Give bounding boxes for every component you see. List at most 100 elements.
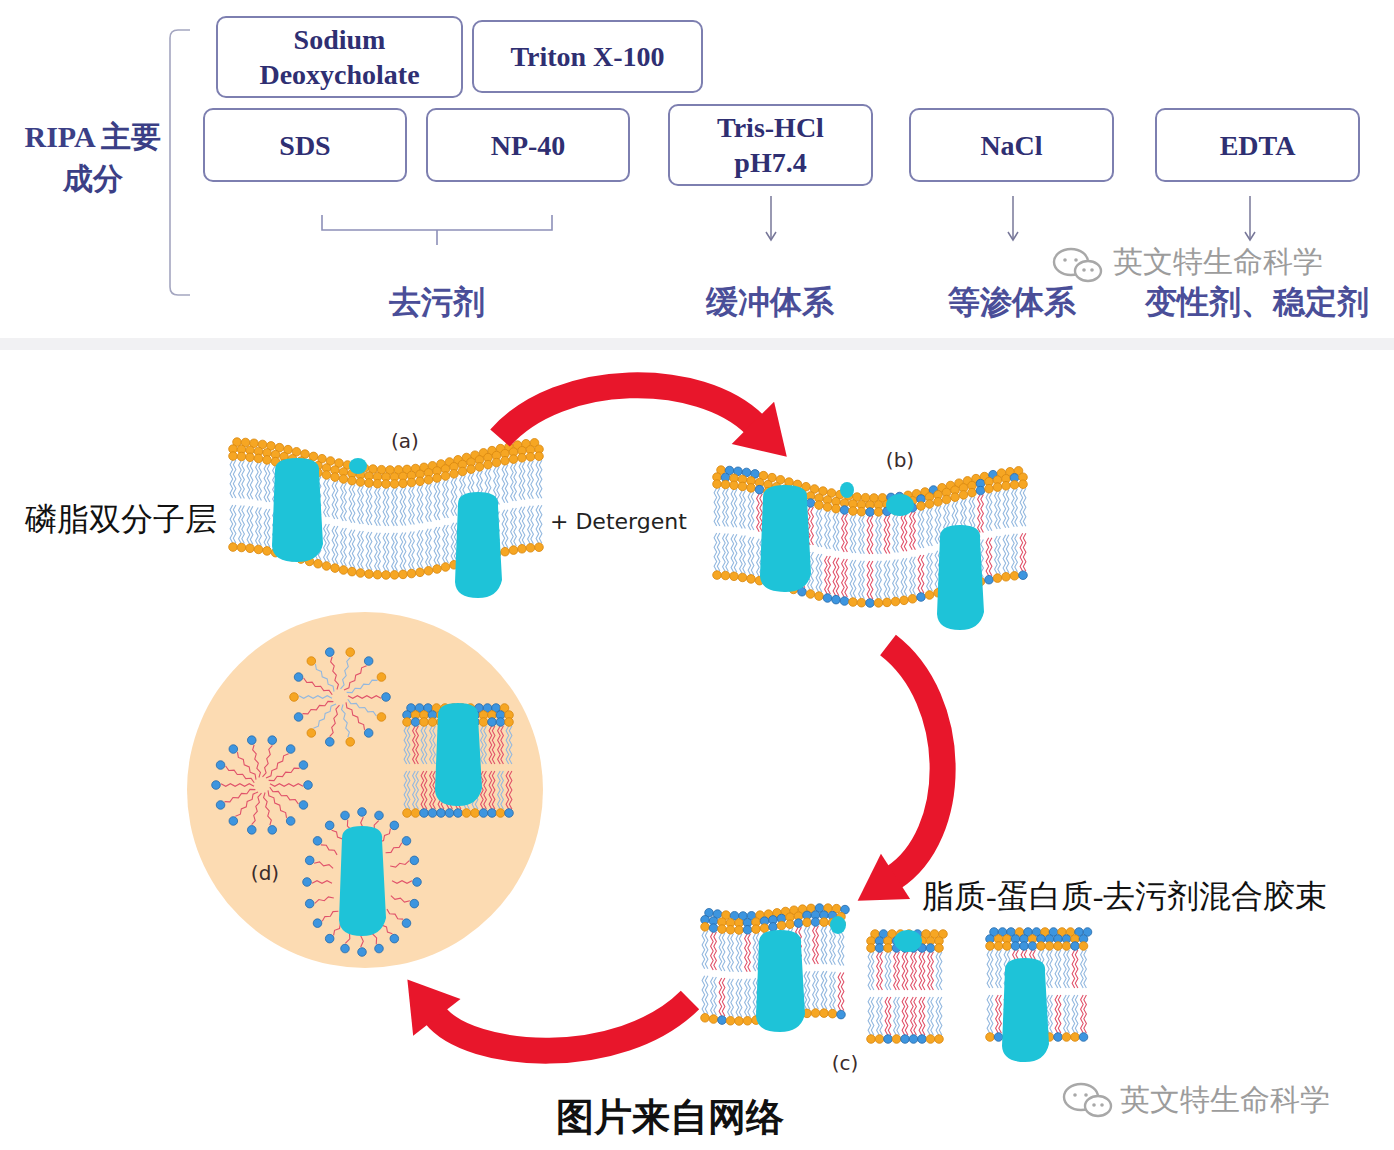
micelle-figure (471, 809, 480, 818)
mixed-micelle-fragments (753, 933, 756, 971)
bilayer-b (1023, 488, 1026, 526)
bilayer-a (239, 505, 242, 543)
bilayer-b (986, 493, 989, 531)
micelle-figure (247, 826, 256, 835)
bilayer-b (908, 595, 917, 604)
bilayer-b (734, 534, 737, 572)
mixed-micelle-fragments (736, 934, 739, 972)
bilayer-a (400, 532, 403, 570)
mixed-micelle-fragments (902, 952, 905, 990)
bilayer-a (335, 481, 338, 519)
bilayer-b (1023, 533, 1026, 571)
bilayer-a (514, 463, 517, 501)
mixed-micelle-fragments (816, 926, 819, 964)
bilayer-b (1019, 571, 1028, 580)
mixed-micelle-fragments (739, 934, 742, 972)
bilayer-a (383, 533, 386, 571)
micelle-figure (492, 771, 495, 809)
bilayer-a (349, 485, 352, 523)
mixed-micelle-fragments (837, 1010, 846, 1019)
mixed-micelle-fragments (813, 971, 816, 1009)
micelle-figure (411, 809, 420, 818)
bilayer-a (382, 571, 391, 580)
micelle-figure (268, 826, 277, 835)
bilayer-b (717, 488, 720, 526)
bilayer-a (407, 478, 416, 487)
bilayer-a (434, 527, 437, 565)
mixed-micelle-fragments (1081, 995, 1084, 1033)
panel-tag: (c) (832, 1051, 859, 1075)
mixed-micelle-fragments (939, 952, 942, 990)
micelle-figure (489, 726, 492, 764)
micelle-figure (307, 729, 316, 738)
bilayer-a (256, 462, 259, 500)
bilayer-b (959, 491, 968, 500)
bilayer-b (995, 536, 998, 574)
micelle-figure (266, 754, 289, 778)
micelle-figure (313, 919, 322, 928)
bilayer-b (935, 506, 938, 544)
node-text: Tris-HCl pH7.4 (696, 110, 846, 180)
mixed-micelle-fragments (714, 932, 717, 970)
bilayer-b (730, 481, 739, 490)
bilayer-b (806, 499, 815, 508)
structure-label: 磷脂双分子层 (25, 498, 217, 542)
micelle-figure (229, 745, 238, 754)
micelle-figure (342, 705, 350, 738)
micelle-figure (411, 718, 420, 727)
leader-arrow (1245, 232, 1255, 240)
mixed-micelle-fragments (931, 997, 934, 1035)
bilayer-a (455, 492, 502, 598)
watermark: 英文特生命科学 (1120, 1080, 1330, 1121)
bilayer-a (509, 546, 518, 555)
mixed-micelle-fragments (705, 976, 708, 1014)
micelle-figure (430, 726, 433, 764)
watermark-icon (1100, 1103, 1104, 1107)
mixed-micelle-fragments (1028, 942, 1037, 951)
bilayer-b (904, 558, 907, 596)
micelle-figure (229, 817, 238, 826)
micelle-figure (332, 830, 344, 844)
mixed-micelle-fragments (885, 997, 888, 1035)
group-bracket (170, 30, 190, 295)
bilayer-b (978, 495, 981, 533)
bilayer-a (475, 463, 484, 472)
micelle-figure (505, 809, 514, 818)
mixed-micelle-fragments (745, 979, 748, 1017)
bilayer-a (365, 570, 374, 579)
mixed-micelle-fragments (986, 942, 995, 951)
micelle-figure (269, 768, 300, 781)
micelle-figure (224, 789, 255, 802)
mixed-micelle-fragments (1064, 950, 1067, 988)
micelle-figure (377, 713, 386, 722)
watermark-icon (1092, 1103, 1096, 1107)
micelle-figure (391, 896, 410, 902)
bilayer-a (509, 455, 518, 464)
mixed-micelle-fragments (994, 1033, 1003, 1042)
bilayer-b (993, 574, 1002, 583)
micelle-figure (509, 771, 512, 809)
micelle-figure (305, 899, 314, 908)
micelle-figure (325, 934, 334, 943)
mixed-micelle-fragments (1020, 942, 1029, 951)
bilayer-b (721, 571, 730, 580)
bilayer-b (823, 594, 832, 603)
micelle-figure (286, 745, 295, 754)
mixed-micelle-fragments (748, 979, 751, 1017)
bilayer-a (229, 543, 238, 552)
bilayer-a (407, 569, 416, 578)
bilayer-b (870, 561, 873, 599)
mixed-micelle-fragments (701, 904, 1092, 1062)
mixed-micelle-fragments (745, 934, 748, 972)
mixed-micelle-fragments (1071, 942, 1080, 951)
bilayer-a (352, 530, 355, 568)
micelle-figure (187, 612, 543, 968)
bilayer-a (348, 567, 357, 576)
bilayer-a (264, 464, 267, 502)
bilayer-a (437, 527, 440, 565)
mixed-micelle-fragments (709, 1015, 718, 1024)
bilayer-b (986, 538, 989, 576)
micelle-figure (263, 745, 273, 777)
bilayer-b (935, 551, 938, 589)
bilayer-b (995, 491, 998, 529)
